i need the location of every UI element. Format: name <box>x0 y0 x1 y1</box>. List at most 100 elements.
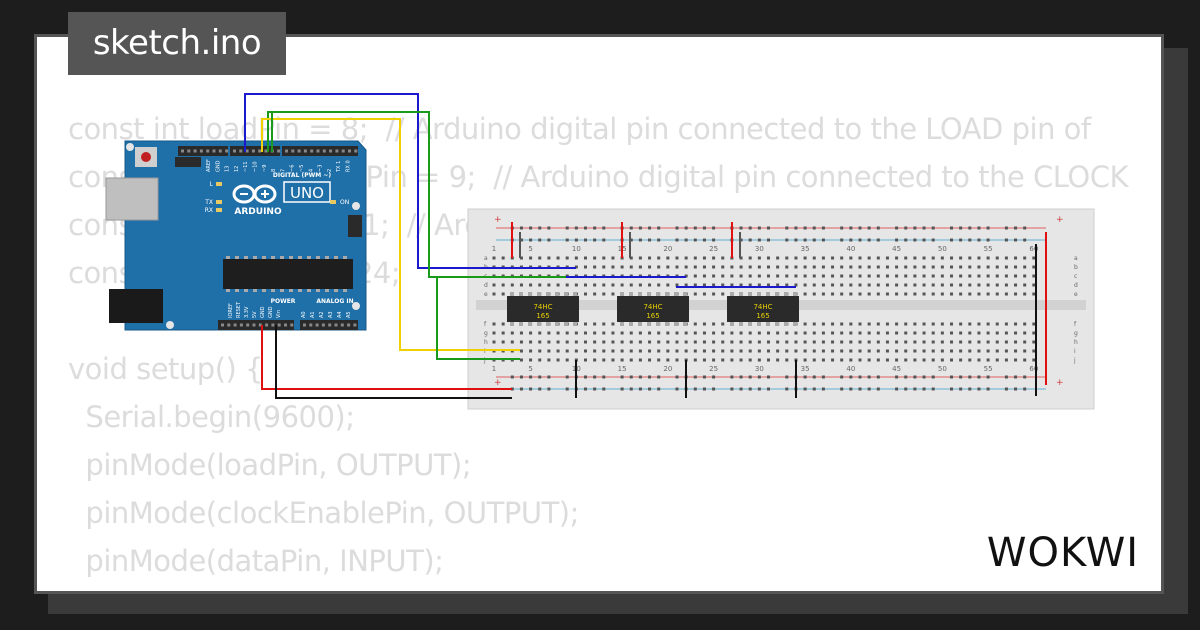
header-pin <box>284 323 287 327</box>
breadboard-hole <box>968 292 972 296</box>
breadboard-hole <box>501 322 505 326</box>
breadboard-hole <box>702 283 706 287</box>
breadboard-hole <box>629 331 633 335</box>
breadboard-hole <box>1032 358 1036 362</box>
breadboard-hole <box>977 274 981 278</box>
breadboard-hole <box>959 358 963 362</box>
breadboard-hole <box>1032 349 1036 353</box>
breadboard-hole <box>693 358 697 362</box>
breadboard-hole <box>602 322 606 326</box>
rail-hole <box>657 387 661 391</box>
breadboard-hole <box>702 331 706 335</box>
breadboard-hole <box>885 274 889 278</box>
row-letter: j <box>483 357 486 364</box>
breadboard-hole <box>849 349 853 353</box>
rail-hole <box>950 226 953 230</box>
breadboard-hole <box>739 331 743 335</box>
rail-hole <box>657 375 661 379</box>
top-pin-label: TX 1 <box>336 161 342 173</box>
atmega-pin <box>298 256 302 259</box>
breadboard-hole <box>638 265 642 269</box>
breadboard-hole <box>885 331 889 335</box>
rail-hole <box>812 238 816 242</box>
atmega-chip <box>223 259 353 289</box>
chip-pin <box>748 322 752 326</box>
wire-blue-clock <box>244 93 512 269</box>
column-number: 15 <box>618 365 627 373</box>
rail-hole <box>629 375 633 379</box>
breadboard-hole <box>803 340 807 344</box>
row-letter: j <box>1073 357 1076 364</box>
header-pin <box>271 323 275 327</box>
breadboard-hole <box>968 256 972 260</box>
breadboard-hole <box>730 283 734 287</box>
rail-hole <box>593 238 597 242</box>
breadboard-hole <box>931 322 935 326</box>
breadboard-hole <box>858 340 862 344</box>
breadboard-hole <box>1004 322 1008 326</box>
breadboard-hole <box>803 358 807 362</box>
chip-pin <box>564 292 568 296</box>
chip-2-label-1: 74HC <box>643 303 662 311</box>
header-pin <box>334 323 338 327</box>
breadboard-hole <box>611 340 615 344</box>
rail-hole <box>895 387 899 391</box>
breadboard-hole <box>602 292 606 296</box>
breadboard-hole <box>767 256 770 260</box>
breadboard-hole <box>1032 331 1036 335</box>
breadboard-hole <box>812 349 816 353</box>
breadboard-hole <box>721 283 725 287</box>
breadboard-hole <box>940 358 944 362</box>
breadboard-hole <box>492 322 496 326</box>
breadboard-hole <box>794 349 798 353</box>
breadboard-hole <box>950 292 953 296</box>
led-rx <box>216 208 222 212</box>
breadboard-hole <box>931 283 935 287</box>
breadboard-hole <box>501 283 505 287</box>
analog-pin-label: A3 <box>328 311 334 318</box>
chip-pin <box>683 322 687 326</box>
file-title: sketch.ino <box>68 12 286 75</box>
rail-hole <box>538 387 542 391</box>
header-pin <box>347 323 351 327</box>
rail-hole <box>529 238 533 242</box>
breadboard-hole <box>776 340 780 344</box>
breadboard-hole <box>702 256 706 260</box>
rail-hole <box>712 226 716 230</box>
led-label-l: L <box>210 181 214 188</box>
breadboard-hole <box>712 340 716 344</box>
breadboard-hole <box>666 265 670 269</box>
chip-pin <box>620 322 624 326</box>
rail-hole <box>584 387 587 391</box>
rail-hole <box>702 226 706 230</box>
breadboard-hole <box>739 283 743 287</box>
rail-hole <box>565 375 569 379</box>
breadboard-hole <box>913 331 917 335</box>
rail-hole <box>812 387 816 391</box>
breadboard-hole <box>611 349 615 353</box>
breadboard-hole <box>602 349 606 353</box>
breadboard-hole <box>895 331 899 335</box>
breadboard-hole <box>931 340 935 344</box>
breadboard-hole <box>739 256 743 260</box>
breadboard-hole <box>620 331 624 335</box>
column-number: 5 <box>528 245 532 253</box>
breadboard-hole <box>950 274 953 278</box>
rail-hole <box>895 226 899 230</box>
breadboard-hole <box>831 358 835 362</box>
breadboard-hole <box>574 265 578 269</box>
header-pin <box>353 323 357 327</box>
rail-hole <box>1004 238 1008 242</box>
breadboard-hole <box>1023 358 1027 362</box>
breadboard-hole <box>904 292 908 296</box>
rail-hole <box>675 238 679 242</box>
breadboard-hole <box>730 358 734 362</box>
row-letter: h <box>484 339 488 346</box>
breadboard-hole <box>648 265 652 269</box>
breadboard-hole <box>748 331 752 335</box>
header-pin <box>245 149 249 153</box>
breadboard-hole <box>666 340 670 344</box>
breadboard-hole <box>876 340 880 344</box>
breadboard-hole <box>629 256 633 260</box>
